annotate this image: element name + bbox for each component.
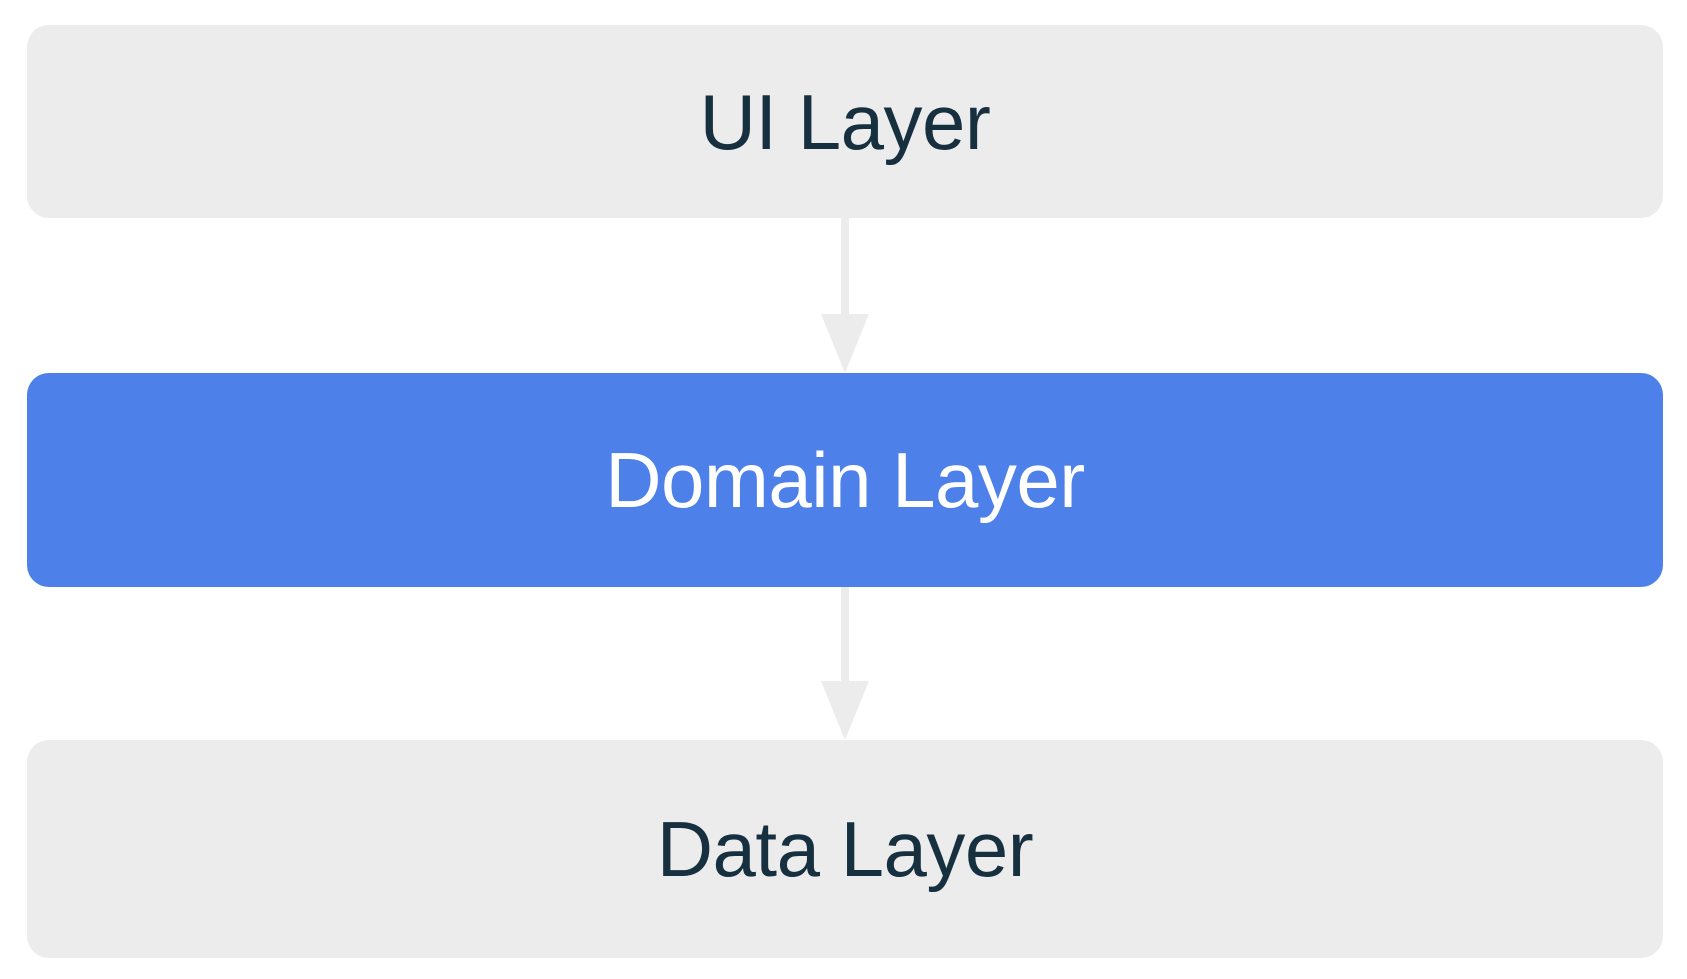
- arrow-down-icon: [821, 218, 869, 373]
- node-domain-layer-label: Domain Layer: [605, 436, 1085, 524]
- node-ui-layer[interactable]: UI Layer: [27, 25, 1663, 218]
- arrow-down-icon: [821, 587, 869, 740]
- node-data-layer[interactable]: Data Layer: [27, 740, 1663, 958]
- node-ui-layer-label: UI Layer: [699, 77, 991, 166]
- node-domain-layer[interactable]: Domain Layer: [27, 373, 1663, 587]
- node-data-layer-label: Data Layer: [656, 805, 1034, 893]
- edge-domain-to-data: [821, 587, 869, 740]
- edge-ui-to-domain: [821, 218, 869, 373]
